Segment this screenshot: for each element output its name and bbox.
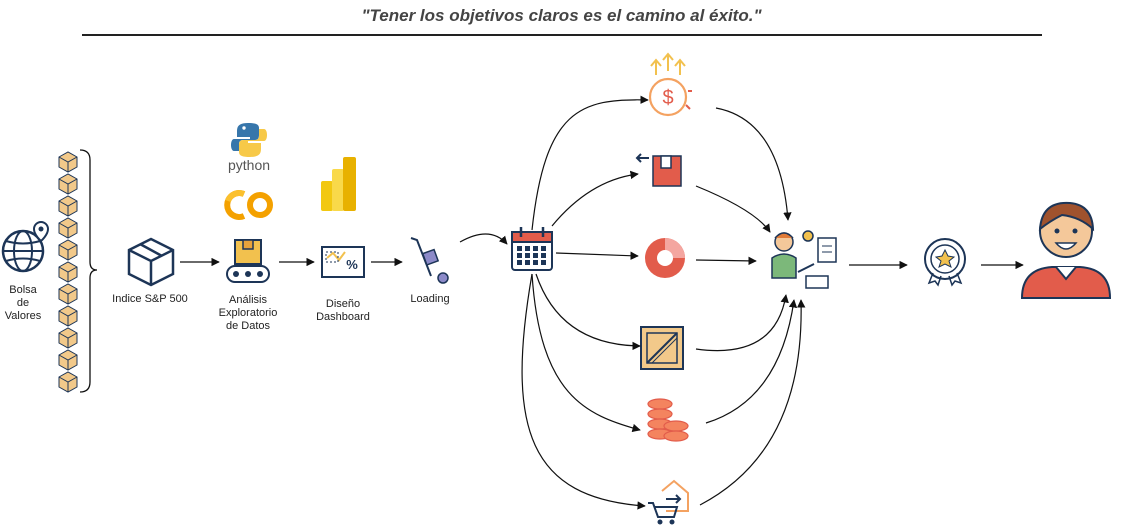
pie-chart-icon xyxy=(645,238,685,278)
conveyor-icon xyxy=(226,239,270,283)
powerbi-logo-icon xyxy=(321,157,356,211)
quote-title: "Tener los objetivos claros es el camino… xyxy=(361,6,762,25)
svg-text:$: $ xyxy=(662,87,673,109)
coin-stack-icon xyxy=(647,398,689,442)
python-logo-icon xyxy=(231,123,267,157)
label-loading: Loading xyxy=(410,293,450,305)
cart-house-icon xyxy=(648,479,689,525)
data-boxes-stack xyxy=(58,151,78,393)
small-box-icon xyxy=(58,349,78,371)
label-analisis-exploratorio: Análisis Exploratorio de Datos xyxy=(218,294,278,332)
small-box-icon xyxy=(58,371,78,393)
analyst-icon xyxy=(771,230,837,289)
box-icon xyxy=(127,237,175,287)
globe-pin-icon xyxy=(1,221,50,273)
small-box-icon xyxy=(58,239,78,261)
colab-logo-icon xyxy=(224,190,273,220)
crate-icon xyxy=(640,326,684,370)
dashboard-chart-icon: % xyxy=(321,246,365,278)
award-medal-icon xyxy=(924,238,966,287)
hand-truck-icon xyxy=(410,237,449,284)
python-logo-text: python xyxy=(228,157,271,173)
small-box-icon xyxy=(58,261,78,283)
small-box-icon xyxy=(58,173,78,195)
label-diseno-dashboard: Diseño Dashboard xyxy=(316,298,370,323)
label-bolsa-de-valores: Bolsa de Valores xyxy=(4,284,42,322)
smiling-user-icon xyxy=(1020,201,1112,299)
small-box-icon xyxy=(58,195,78,217)
svg-text:%: % xyxy=(346,257,358,272)
small-box-icon xyxy=(58,151,78,173)
dollar-growth-icon: $ xyxy=(648,52,692,117)
small-box-icon xyxy=(58,217,78,239)
calendar-icon xyxy=(511,227,553,271)
small-box-icon xyxy=(58,305,78,327)
return-box-icon xyxy=(635,153,682,187)
brace xyxy=(79,149,98,393)
label-indice-sp500: Indice S&P 500 xyxy=(112,293,188,305)
connectors xyxy=(180,95,1024,510)
small-box-icon xyxy=(58,327,78,349)
small-box-icon xyxy=(58,283,78,305)
